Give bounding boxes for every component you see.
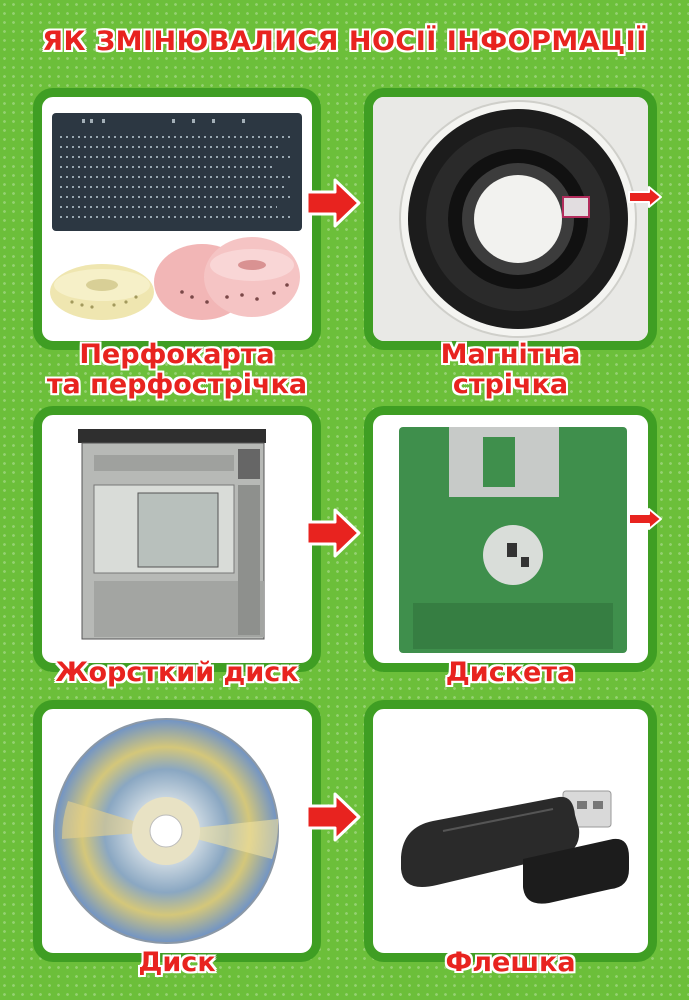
label-magnetic-tape: Магнітна стрічка: [364, 340, 657, 400]
label-hard-disk-line1: Жорсткий диск: [55, 657, 299, 688]
punch-card-image: [50, 113, 302, 320]
label-magnetic-tape-line1: Магнітна: [440, 339, 581, 370]
hard-disk-image: [78, 429, 266, 640]
label-floppy-disk-line1: Дискета: [445, 657, 576, 688]
label-punch-card-line2: та перфострічка: [46, 369, 308, 400]
card-optical-disc: [33, 700, 321, 962]
page-title: ЯК ЗМІНЮВАЛИСЯ НОСІЇ ІНФОРМАЦІЇ: [42, 26, 647, 57]
label-punch-card-line1: Перфокарта: [79, 339, 275, 370]
arrow-right-icon: [305, 178, 361, 228]
label-punch-card: Перфокарта та перфострічка: [33, 340, 321, 400]
arrow-right-icon: [628, 186, 662, 208]
label-optical-disc: Диск: [33, 948, 321, 978]
label-magnetic-tape-line2: стрічка: [452, 369, 569, 400]
label-usb-flash: Флешка: [364, 948, 657, 978]
optical-disc-image: [53, 718, 279, 944]
card-punch-card: [33, 88, 321, 350]
label-usb-flash-line1: Флешка: [445, 947, 576, 978]
label-hard-disk: Жорсткий диск: [33, 658, 321, 688]
label-optical-disc-line1: Диск: [138, 947, 216, 978]
label-floppy-disk: Дискета: [364, 658, 657, 688]
arrow-right-icon: [628, 508, 662, 530]
card-magnetic-tape: [364, 88, 657, 350]
arrow-right-icon: [305, 792, 361, 842]
usb-flash-image: [401, 790, 629, 904]
card-hard-disk: [33, 406, 321, 672]
magnetic-tape-image: [373, 97, 648, 341]
arrow-right-icon: [305, 508, 361, 558]
card-floppy-disk: [364, 406, 657, 672]
floppy-disk-image: [399, 427, 627, 653]
card-usb-flash: [364, 700, 657, 962]
